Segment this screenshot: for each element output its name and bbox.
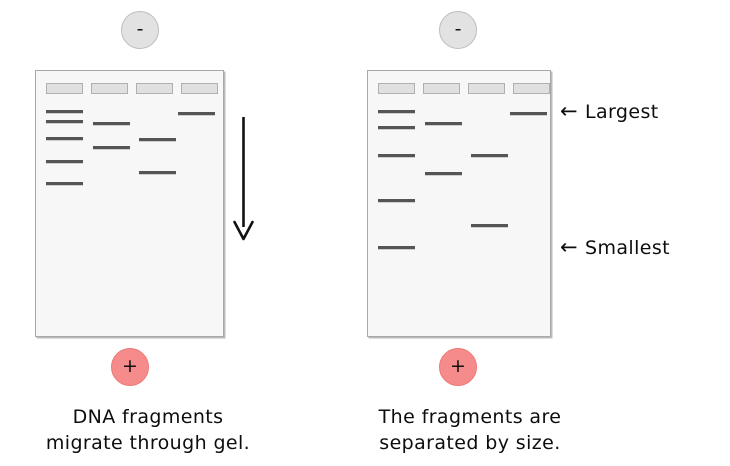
caption-right-line2: separated by size. [379,432,561,454]
dna-band [139,138,176,142]
dna-band [46,160,83,164]
dna-band [378,154,415,158]
dna-band [425,122,462,126]
dna-band [46,110,83,114]
dna-band [93,146,130,150]
gel-slab [35,70,224,337]
well-lane-3 [468,83,505,94]
positive-electrode: + [439,348,477,386]
dna-band [178,112,215,116]
panel-migration: - + DNA fragments migrate through gel. [0,0,330,466]
dna-band [46,182,83,186]
well-lane-1 [378,83,415,94]
dna-band [378,246,415,250]
negative-electrode: - [439,11,477,49]
dna-band [425,172,462,176]
positive-electrode-label: + [450,354,466,377]
well-lane-1 [46,83,83,94]
negative-electrode: - [121,11,159,49]
dna-band [46,120,83,124]
caption-right: The fragments are separated by size. [340,404,600,456]
negative-electrode-label: - [454,17,462,40]
dna-band [93,122,130,126]
smallest-annotation: ← Smallest [560,234,671,259]
well-lane-2 [91,83,128,94]
migration-arrow [228,115,260,249]
gel-slab [367,70,551,337]
panel-separated: - + ← Largest ← Smallest The fragments a… [332,0,730,466]
dna-band [510,112,547,116]
positive-electrode: + [111,348,149,386]
well-lane-4 [181,83,218,94]
caption-right-line1: The fragments are [378,406,562,428]
dna-band [139,171,176,175]
smallest-annotation-label: Smallest [585,237,671,259]
dna-band [471,224,508,228]
caption-left: DNA fragments migrate through gel. [18,404,278,456]
dna-band [378,199,415,203]
negative-electrode-label: - [136,17,144,40]
well-lane-2 [423,83,460,94]
dna-band [378,110,415,114]
dna-band [378,126,415,130]
left-arrow-icon: ← [560,98,578,123]
well-lane-3 [136,83,173,94]
caption-left-line2: migrate through gel. [45,432,251,454]
left-arrow-icon: ← [560,234,578,259]
dna-band [471,154,508,158]
largest-annotation-label: Largest [585,101,659,123]
positive-electrode-label: + [122,354,138,377]
well-lane-4 [513,83,550,94]
largest-annotation: ← Largest [560,98,659,123]
dna-band [46,137,83,141]
caption-left-line1: DNA fragments [72,406,224,428]
